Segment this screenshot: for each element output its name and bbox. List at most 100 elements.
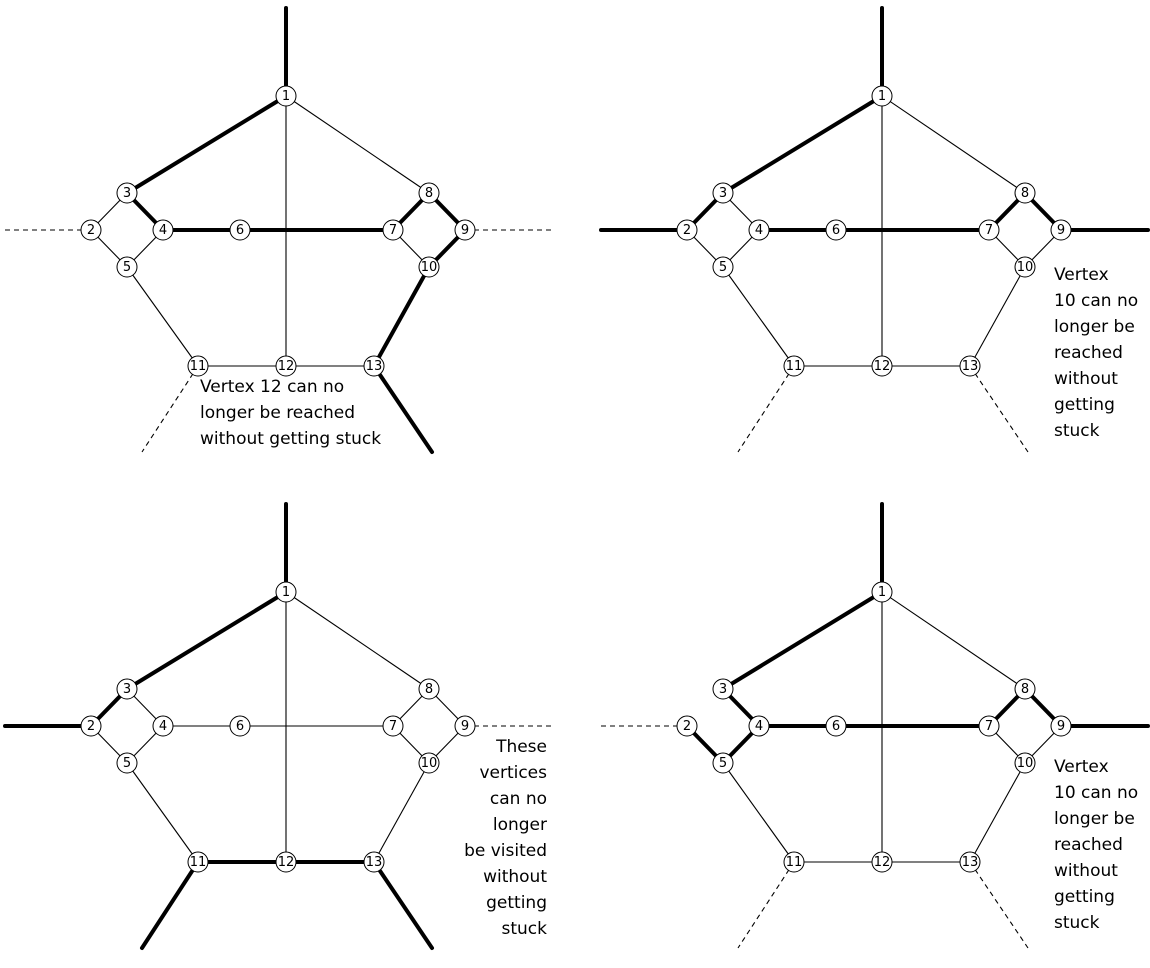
vertex-8: 8 [418,678,440,700]
vertex-label-9: 9 [1057,719,1065,734]
vertex-label-13: 13 [962,359,979,374]
caption-bottom-left: These vertices can no longer be visited … [464,737,547,939]
edge-11-bottom-left [737,365,795,453]
vertex-label-9: 9 [461,719,469,734]
vertex-label-3: 3 [719,186,727,201]
vertex-label-4: 4 [159,223,167,238]
vertex-label-4: 4 [755,223,763,238]
vertex-label-7: 7 [985,719,993,734]
edge-5-11 [126,266,199,367]
vertex-1: 1 [871,581,893,603]
vertex-11: 11 [783,851,805,873]
vertex-13: 13 [959,355,981,377]
vertex-1: 1 [871,85,893,107]
vertex-6: 6 [229,715,251,737]
vertex-label-12: 12 [874,855,891,870]
edge-1-3 [125,590,288,691]
vertex-11: 11 [187,851,209,873]
vertex-4: 4 [152,219,174,241]
edge-5-11 [722,762,795,863]
vertex-5: 5 [116,256,138,278]
vertex-9: 9 [454,715,476,737]
vertex-label-2: 2 [683,223,691,238]
vertex-label-12: 12 [874,359,891,374]
vertex-11: 11 [187,355,209,377]
vertex-9: 9 [1050,715,1072,737]
vertex-3: 3 [116,182,138,204]
edge-11-bottom-left [140,860,200,950]
edge-1-3 [721,590,884,691]
edge-10-13 [373,762,430,863]
vertex-12: 12 [871,851,893,873]
vertex-label-2: 2 [683,719,691,734]
vertex-label-6: 6 [236,223,244,238]
vertex-2: 2 [80,219,102,241]
edge-13-bottom-right [969,861,1029,949]
edge-11-bottom-left [737,861,795,949]
vertex-8: 8 [1014,182,1036,204]
vertex-12: 12 [871,355,893,377]
vertex-13: 13 [363,851,385,873]
vertex-label-9: 9 [1057,223,1065,238]
vertex-label-5: 5 [719,756,727,771]
vertex-label-3: 3 [123,186,131,201]
vertex-label-11: 11 [190,359,207,374]
caption-top-right: Vertex 10 can no longer be reached witho… [1054,265,1139,441]
vertex-label-13: 13 [366,359,383,374]
vertex-label-5: 5 [123,260,131,275]
vertex-8: 8 [418,182,440,204]
vertex-label-9: 9 [461,223,469,238]
edge-13-bottom-right [372,364,434,454]
vertex-5: 5 [712,752,734,774]
vertex-label-4: 4 [159,719,167,734]
vertex-label-13: 13 [962,855,979,870]
vertex-label-1: 1 [282,585,290,600]
vertex-12: 12 [275,851,297,873]
edge-1-8 [285,591,430,690]
edge-1-8 [881,95,1026,194]
vertex-3: 3 [712,678,734,700]
vertex-label-7: 7 [985,223,993,238]
vertex-label-1: 1 [878,89,886,104]
edge-11-bottom-left [141,365,199,453]
edge-5-11 [126,762,199,863]
edge-13-bottom-right [372,860,434,950]
vertex-2: 2 [80,715,102,737]
edge-1-3 [125,94,288,195]
vertex-2: 2 [676,715,698,737]
vertex-1: 1 [275,581,297,603]
vertex-4: 4 [748,715,770,737]
vertex-label-5: 5 [719,260,727,275]
vertex-7: 7 [382,219,404,241]
vertex-label-10: 10 [1017,260,1034,275]
vertex-1: 1 [275,85,297,107]
vertex-5: 5 [712,256,734,278]
vertex-9: 9 [1050,219,1072,241]
vertex-11: 11 [783,355,805,377]
vertex-10: 10 [418,256,440,278]
vertex-label-5: 5 [123,756,131,771]
vertex-label-7: 7 [389,719,397,734]
edge-5-11 [722,266,795,367]
vertex-4: 4 [152,715,174,737]
vertex-12: 12 [275,355,297,377]
edge-1-8 [881,591,1026,690]
vertex-label-12: 12 [278,855,295,870]
vertex-3: 3 [116,678,138,700]
edge-10-13 [372,265,431,368]
vertex-13: 13 [959,851,981,873]
vertex-label-10: 10 [421,260,438,275]
vertex-7: 7 [382,715,404,737]
vertex-label-10: 10 [1017,756,1034,771]
vertex-13: 13 [363,355,385,377]
vertex-5: 5 [116,752,138,774]
vertex-7: 7 [978,715,1000,737]
caption-bottom-right: Vertex 10 can no longer be reached witho… [1054,757,1139,933]
